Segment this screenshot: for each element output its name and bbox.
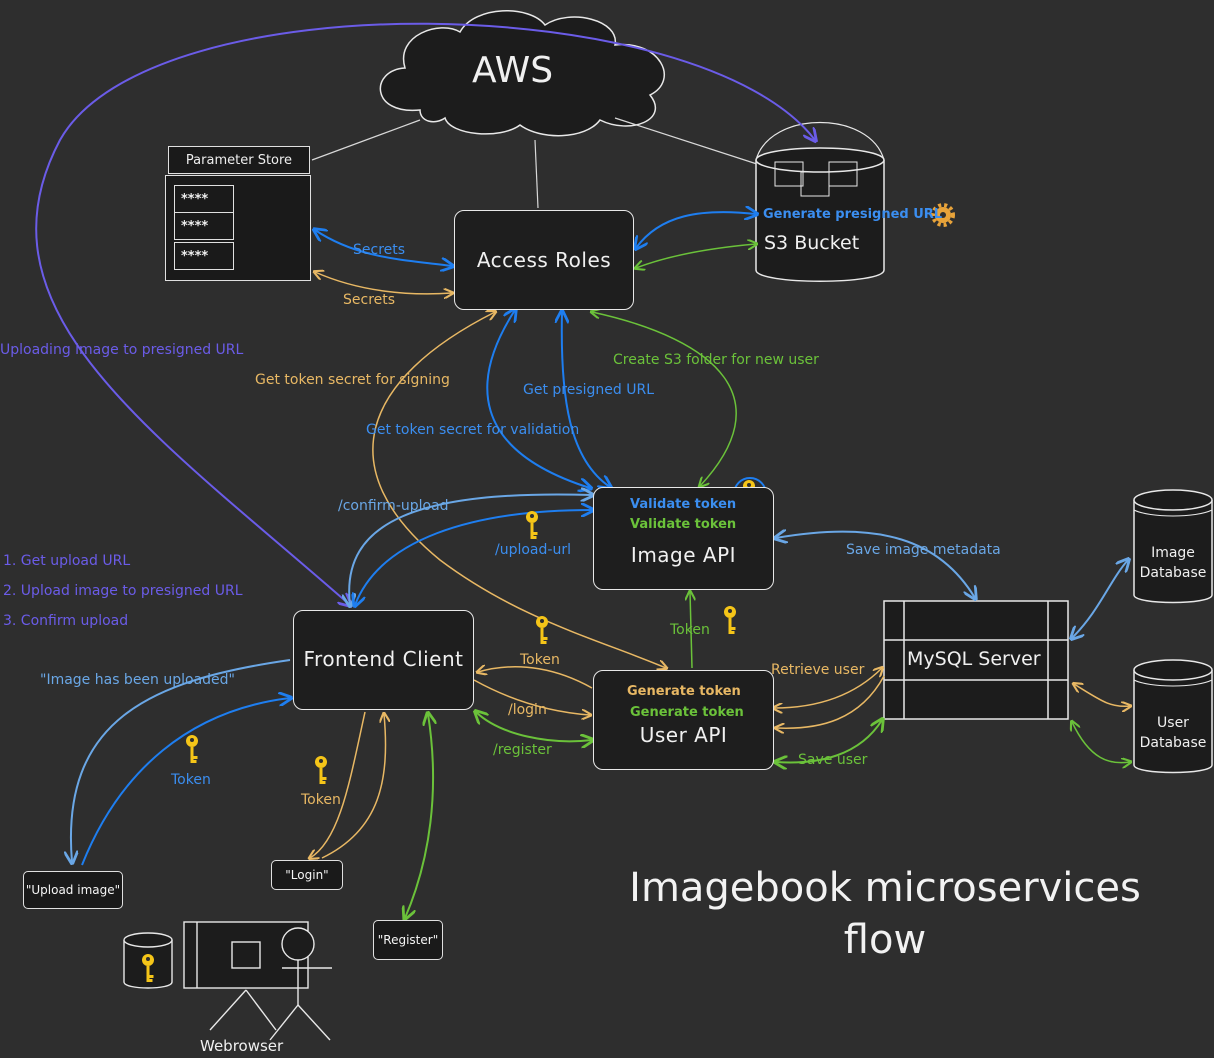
label-confirm-upload: /confirm-upload (338, 498, 449, 514)
user-api-generate-2: Generate token (630, 705, 744, 720)
edge-secrets-orange (315, 272, 452, 294)
edge-s3-blue (636, 212, 756, 248)
parameter-store-title: Parameter Store (168, 146, 310, 174)
edge-mysql-userdb-orange (1074, 684, 1130, 706)
image-api-validate-1: Validate token (630, 497, 737, 512)
step-3: 3. Confirm upload (3, 613, 129, 629)
webrowser-figure (123, 921, 332, 1041)
edge-token-validation (486, 310, 590, 488)
edge-mysql-imagedb (1072, 560, 1128, 638)
label-secrets-blue: Secrets (353, 242, 406, 258)
s3-bucket-shape (755, 122, 885, 282)
label-retrieve-user: Retrieve user (771, 662, 865, 678)
edge-retrieve-user (774, 668, 882, 708)
step-1: 1. Get upload URL (3, 553, 131, 569)
register-node: "Register" (373, 920, 443, 960)
label-uploading: Uploading image to presigned URL (0, 342, 244, 358)
edge-login-front (321, 714, 386, 859)
label-token-validation: Get token secret for validation (366, 422, 580, 438)
mysql-shape (883, 600, 1069, 720)
aws-label: AWS (472, 50, 554, 91)
edge-login-token (310, 711, 366, 858)
user-db-label-2: Database (1139, 735, 1207, 751)
key-icon (186, 735, 198, 763)
edge-save-metadata (776, 532, 975, 598)
login-node: "Login" (271, 860, 343, 890)
s3-generate-presigned: Generate presigned URL (763, 207, 943, 222)
edge-mysql-userdb-green (1072, 722, 1130, 763)
key-icon (526, 511, 538, 539)
label-login: /login (508, 702, 547, 718)
edge-image-uploaded (71, 659, 291, 862)
webrowser-label: Webrowser (200, 1037, 284, 1055)
edge-token-to-front (478, 667, 593, 689)
parameter-row: **** (174, 242, 234, 270)
edge-upload-token (81, 698, 290, 866)
edge-register (476, 712, 592, 741)
image-api-label: Image API (630, 543, 737, 567)
key-icon (724, 606, 736, 634)
label-token-user-front: Token (520, 652, 560, 668)
label-token-blue: Token (171, 772, 211, 788)
access-roles-node: Access Roles (454, 210, 634, 310)
user-db-shape (1133, 659, 1213, 774)
frontend-client-node: Frontend Client (293, 610, 474, 710)
edge-presigned (562, 312, 610, 487)
diagram-title-line2: flow (843, 917, 927, 963)
diagram-title-line1: Imagebook microservices (629, 865, 1141, 911)
parameter-store: **** **** **** (165, 175, 311, 281)
label-save-metadata: Save image metadata (846, 542, 1001, 558)
edge-s3-green (636, 244, 756, 268)
mysql-label: MySQL Server (907, 648, 1041, 670)
edge-secrets-blue (315, 230, 452, 266)
label-secrets-orange: Secrets (343, 292, 396, 308)
edge-save-user (776, 720, 882, 763)
edge-create-s3 (592, 312, 737, 486)
label-image-uploaded: "Image has been uploaded" (40, 672, 235, 688)
edge-token-user-image (690, 592, 692, 669)
user-api-label: User API (639, 723, 728, 747)
image-api-validate-2: Validate token (630, 517, 737, 532)
access-roles-label: Access Roles (476, 248, 612, 272)
diagram-title: Imagebook microservices flow (610, 862, 1160, 966)
image-db-label-1: Image (1151, 545, 1195, 561)
label-register: /register (493, 742, 552, 758)
image-api-node: Image API (593, 487, 774, 590)
edge-retrieve-user-2 (776, 675, 885, 728)
image-db-shape (1133, 489, 1213, 604)
label-create-s3: Create S3 folder for new user (613, 352, 819, 368)
label-token-signing: Get token secret for signing (255, 372, 450, 388)
parameter-row: **** (174, 212, 234, 240)
user-db-label-1: User (1157, 715, 1189, 731)
upload-image-node: "Upload image" (23, 871, 123, 909)
label-save-user: Save user (798, 752, 868, 768)
frontend-client-label: Frontend Client (303, 647, 464, 671)
label-token-orange: Token (301, 792, 341, 808)
label-token-user-image: Token (670, 622, 710, 638)
key-icon (536, 616, 548, 644)
key-icon (315, 756, 327, 784)
user-api-generate-1: Generate token (627, 684, 741, 699)
edge-upload-url (355, 510, 592, 605)
s3-bucket-label: S3 Bucket (764, 232, 860, 254)
label-get-presigned: Get presigned URL (523, 382, 655, 398)
label-upload-url: /upload-url (495, 542, 571, 558)
edge-register-front (405, 714, 433, 918)
edge-upload-presigned (35, 22, 815, 605)
image-db-label-2: Database (1139, 565, 1207, 581)
user-api-node: User API (593, 670, 774, 770)
step-2: 2. Upload image to presigned URL (3, 583, 243, 599)
parameter-row: **** (174, 185, 234, 213)
